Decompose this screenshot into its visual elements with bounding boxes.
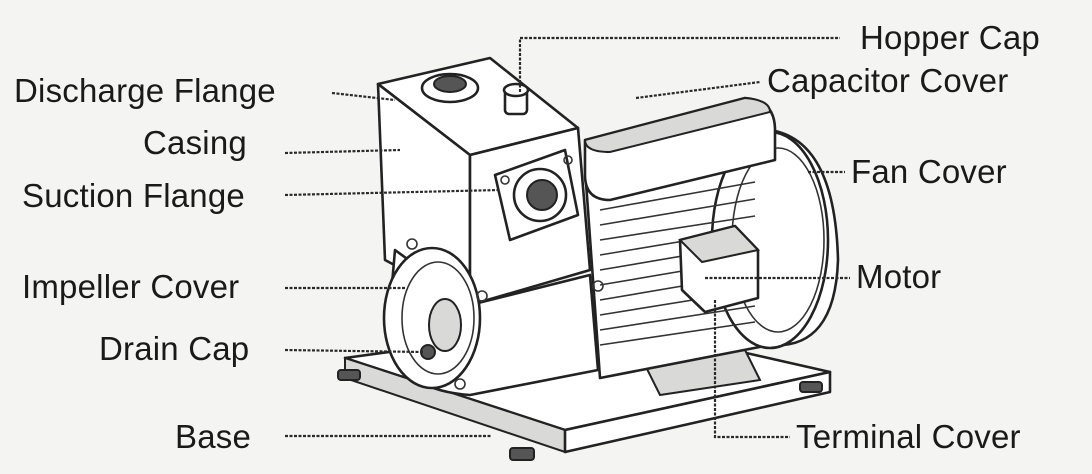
pump-capacitor-cover	[583, 96, 777, 202]
label-fan-cover: Fan Cover	[851, 153, 1007, 190]
label-base: Base	[175, 418, 252, 455]
leader-casing	[284, 148, 401, 155]
label-casing: Casing	[143, 124, 247, 161]
leader-hopper-cap	[518, 36, 840, 92]
label-hopper-cap: Hopper Cap	[860, 19, 1040, 56]
label-discharge-flange: Discharge Flange	[14, 72, 276, 109]
pump-terminal-cover	[678, 224, 760, 314]
pump-impeller-housing	[382, 238, 604, 397]
leader-drain-cap	[284, 348, 424, 354]
label-suction-flange: Suction Flange	[22, 177, 245, 214]
leader-terminal-cover	[713, 300, 790, 439]
leader-discharge-flange	[331, 91, 396, 102]
label-impeller-cover: Impeller Cover	[22, 268, 240, 305]
label-terminal-cover: Terminal Cover	[796, 418, 1021, 455]
label-capacitor-cover: Capacitor Cover	[767, 62, 1009, 99]
leader-capacitor-cover	[635, 80, 761, 100]
label-motor: Motor	[856, 258, 942, 295]
pump-casing	[376, 56, 592, 307]
leader-lines	[284, 36, 850, 439]
label-drain-cap: Drain Cap	[99, 330, 250, 367]
